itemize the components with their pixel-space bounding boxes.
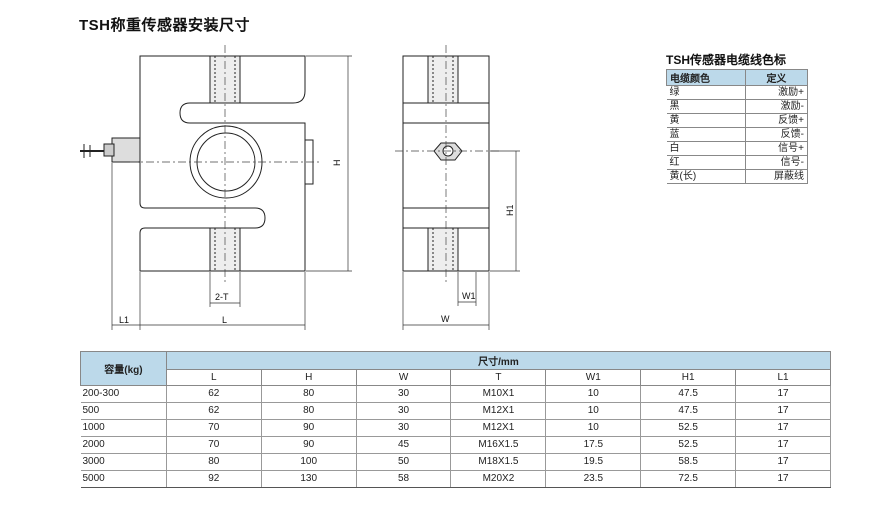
table-row: 黄(长)屏蔽线: [666, 169, 809, 184]
col-header: W: [355, 369, 452, 386]
dimension-cell: 50: [356, 453, 452, 471]
dimension-cell: 62: [166, 402, 262, 420]
dimension-cell: 23.5: [545, 470, 642, 488]
dimension-cell: 17: [735, 402, 831, 420]
dimension-cell: 10: [545, 402, 642, 420]
dimension-cell: 58: [356, 470, 452, 488]
dimension-cell: 47.5: [640, 385, 737, 403]
dimension-cell: M20X2: [450, 470, 547, 488]
dimension-cell: M16X1.5: [450, 436, 547, 454]
dimension-cell: 45: [356, 436, 452, 454]
wire-table-title: TSH传感器电缆线色标: [666, 53, 787, 67]
cable-gland: [111, 137, 141, 163]
capacity-cell: 1000: [80, 419, 167, 437]
dim-2t-label: 2-T: [215, 292, 229, 302]
dimension-cell: 30: [356, 385, 452, 403]
dimension-cell: 17: [735, 453, 831, 471]
col-header: L1: [735, 369, 831, 386]
table-row: 黄反馈+: [666, 113, 809, 128]
dim-w1-label: W1: [462, 291, 476, 301]
dimension-cell: M18X1.5: [450, 453, 547, 471]
capacity-cell: 3000: [80, 453, 167, 471]
dimension-cell: M12X1: [450, 402, 547, 420]
table-row: 黑激励-: [666, 99, 809, 114]
capacity-cell: 5000: [80, 470, 167, 488]
dimension-cell: 17.5: [545, 436, 642, 454]
capacity-header: 容量(kg): [80, 351, 167, 386]
col-header: H: [260, 369, 357, 386]
dimension-cell: 52.5: [640, 419, 737, 437]
dimension-cell: M10X1: [450, 385, 547, 403]
dimension-cell: M12X1: [450, 419, 547, 437]
dim-w-label: W: [441, 314, 450, 324]
dimension-cell: 52.5: [640, 436, 737, 454]
dimension-cell: 72.5: [640, 470, 737, 488]
capacity-cell: 200-300: [80, 385, 167, 403]
dim-h1-label: H1: [505, 204, 515, 216]
front-view: [80, 55, 314, 272]
dimension-cell: 10: [545, 419, 642, 437]
dimension-cell: 10: [545, 385, 642, 403]
table-row: 白信号+: [666, 141, 809, 156]
dimension-cell: 58.5: [640, 453, 737, 471]
dim-l-label: L: [222, 315, 227, 325]
dimension-cell: 30: [356, 402, 452, 420]
table-row: 红信号-: [666, 155, 809, 170]
dim-l1-label: L1: [119, 315, 129, 325]
dimension-cell: 47.5: [640, 402, 737, 420]
col-header: T: [450, 369, 547, 386]
dimension-cell: 70: [166, 436, 262, 454]
wire-header-definition: 定义: [744, 69, 809, 86]
col-header: H1: [640, 369, 737, 386]
dimension-cell: 90: [261, 419, 357, 437]
dimension-cell: 90: [261, 436, 357, 454]
dimension-cell: 30: [356, 419, 452, 437]
dimension-cell: 100: [261, 453, 357, 471]
dimension-cell: 19.5: [545, 453, 642, 471]
wire-color-table: 电缆颜色 定义 绿激励+ 黑激励- 黄反馈+ 蓝反馈- 白信号+ 红信号- 黄(…: [666, 69, 809, 184]
dimension-cell: 17: [735, 470, 831, 488]
dimension-cell: 70: [166, 419, 262, 437]
page-title: TSH称重传感器安装尺寸: [79, 17, 251, 34]
dimension-cell: 17: [735, 436, 831, 454]
size-header: 尺寸/mm: [165, 351, 832, 370]
dimension-cell: 80: [261, 385, 357, 403]
dimension-cell: 62: [166, 385, 262, 403]
table-row: 蓝反馈-: [666, 127, 809, 142]
dimension-cell: 130: [261, 470, 357, 488]
col-header: L: [165, 369, 262, 386]
dimension-cell: 80: [261, 402, 357, 420]
capacity-cell: 500: [80, 402, 167, 420]
dimension-cell: 80: [166, 453, 262, 471]
dimension-cell: 17: [735, 385, 831, 403]
wire-header-color: 电缆颜色: [666, 69, 746, 86]
table-row: 绿激励+: [666, 85, 809, 100]
dimension-cell: 17: [735, 419, 831, 437]
capacity-cell: 2000: [80, 436, 167, 454]
sensor-drawing: H L L1 2-T H1 W W1: [80, 45, 520, 330]
col-header: W1: [545, 369, 642, 386]
dimension-cell: 92: [166, 470, 262, 488]
dim-h-label: H: [332, 160, 342, 167]
